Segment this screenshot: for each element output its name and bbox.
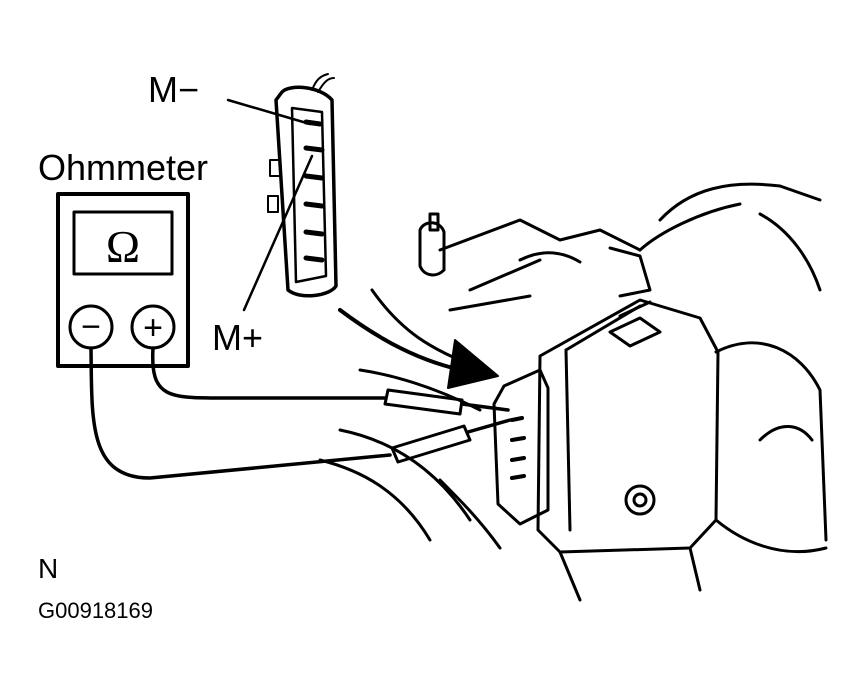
connector-outline [274,85,338,298]
pointer-arrow-icon [338,308,472,374]
throttle-body [318,182,828,602]
positive-probe-icon [383,388,464,416]
m-minus-leader [226,98,312,126]
minus-terminal-sign: − [81,308,101,346]
m-plus-leader [242,154,314,312]
test-leads [89,346,512,480]
figure-id-label: G00918169 [38,598,153,623]
negative-probe-tip [466,418,512,434]
view-marker-label: N [38,553,59,584]
plus-terminal-sign: + [143,309,163,347]
ohmmeter-label: Ohmmeter [38,147,209,188]
throttle-sensor-connector [492,368,550,526]
negative-lead-wire [89,346,392,480]
positive-lead-wire [150,346,387,400]
m-minus-label: M− [148,69,200,110]
negative-probe-icon [390,424,472,464]
ohmmeter-display [72,210,174,276]
ohm-symbol-icon: Ω [106,221,140,272]
ohmmeter: Ω − + [56,192,190,368]
connector-pin-view [267,73,338,298]
m-plus-label: M+ [212,317,264,358]
ohmmeter-body [56,192,190,368]
